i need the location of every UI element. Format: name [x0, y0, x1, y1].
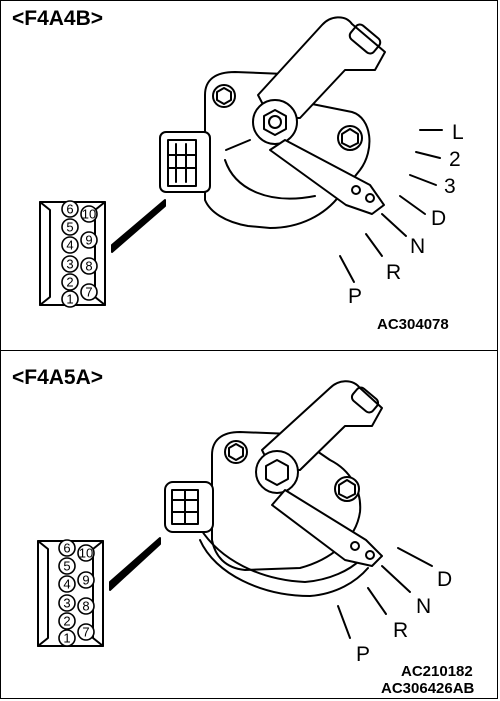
panel-title-f4a4b: <F4A4B>	[12, 7, 104, 30]
pin-label: 7	[85, 285, 92, 300]
inhibitor-switch-f4a5a	[164, 380, 433, 639]
position-label-2: 2	[449, 148, 461, 171]
connector-face-f4a4b	[39, 199, 166, 306]
panel-title-f4a5a: <F4A5A>	[12, 366, 104, 389]
panel-divider	[0, 350, 498, 351]
pin-label: 3	[63, 596, 70, 611]
position-label-p: P	[356, 643, 370, 666]
figure-code-ac306426ab: AC306426AB	[381, 680, 475, 697]
pin-label: 9	[82, 573, 89, 588]
figure-code-ac210182: AC210182	[401, 663, 473, 680]
pin-label: 8	[85, 259, 92, 274]
pin-label: 7	[82, 625, 89, 640]
pin-label: 1	[63, 631, 70, 646]
connector-face-f4a5a	[37, 537, 161, 647]
pin-label: 2	[66, 275, 73, 290]
position-label-p: P	[348, 285, 362, 308]
pin-label: 1	[66, 292, 73, 307]
pin-label: 10	[79, 546, 93, 561]
position-label-l: L	[452, 121, 464, 144]
inhibitor-switch-f4a4b	[159, 16, 443, 283]
position-label-d: D	[437, 568, 452, 591]
pin-label: 6	[63, 541, 70, 556]
pin-label: 3	[66, 257, 73, 272]
pin-label: 4	[63, 577, 70, 592]
connector-pins-f4a5a	[58, 539, 95, 647]
position-label-d: D	[431, 207, 446, 230]
pin-label: 4	[66, 238, 73, 253]
pin-label: 2	[63, 614, 70, 629]
position-label-3: 3	[444, 175, 456, 198]
position-label-n: N	[410, 235, 425, 258]
connector-pins-f4a4b	[61, 200, 98, 308]
position-label-r: R	[386, 261, 401, 284]
pin-label: 5	[66, 220, 73, 235]
figure-code-ac304078: AC304078	[377, 316, 449, 333]
position-label-n: N	[416, 595, 431, 618]
position-label-r: R	[393, 619, 408, 642]
pin-label: 9	[85, 233, 92, 248]
pin-label: 6	[66, 202, 73, 217]
pin-label: 5	[63, 559, 70, 574]
pin-label: 8	[82, 599, 89, 614]
pin-label: 10	[82, 207, 96, 222]
